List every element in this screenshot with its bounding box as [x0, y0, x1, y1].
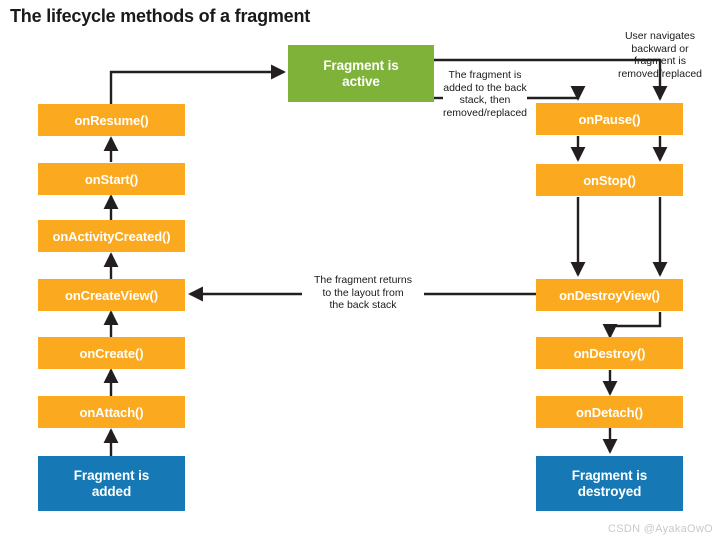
edge-backstack-to-onpause [527, 86, 586, 101]
annotation-back-stack-line-2: added to the back [443, 81, 527, 94]
node-on-detach-label: onDetach() [576, 404, 643, 420]
node-on-activity-created-label: onActivityCreated() [52, 228, 171, 244]
annotation-returns-to-layout: The fragment returns to the layout from … [298, 274, 428, 312]
node-fragment-destroyed-line-2: destroyed [577, 483, 642, 499]
node-on-stop[interactable]: onStop() [536, 164, 683, 196]
node-on-attach[interactable]: onAttach() [38, 396, 185, 428]
node-fragment-added-line-2: added [91, 483, 132, 499]
node-fragment-active-line-2: active [342, 73, 380, 89]
annotation-returns-line-1: The fragment returns [313, 274, 413, 286]
node-on-pause-label: onPause() [578, 111, 641, 127]
node-on-resume[interactable]: onResume() [38, 104, 185, 136]
node-on-resume-label: onResume() [74, 112, 149, 128]
node-on-detach[interactable]: onDetach() [536, 396, 683, 428]
annotation-user-navigates-line-4: removed/replaced [617, 67, 703, 80]
node-fragment-active-line-1: Fragment is [323, 57, 399, 73]
annotation-user-navigates-line-1: User navigates [624, 30, 696, 42]
node-on-stop-label: onStop() [583, 172, 636, 188]
node-on-pause[interactable]: onPause() [536, 103, 683, 135]
node-fragment-destroyed-line-1: Fragment is [571, 467, 648, 483]
annotation-user-navigates-line-3: fragment is [634, 55, 686, 67]
node-on-activity-created[interactable]: onActivityCreated() [38, 220, 185, 252]
node-on-destroy[interactable]: onDestroy() [536, 337, 683, 369]
annotation-back-stack-line-4: removed/replaced [442, 106, 528, 119]
edge-onresume-to-active [109, 64, 286, 104]
node-on-create-label: onCreate() [79, 345, 144, 361]
annotation-user-navigates-line-2: backward or [631, 42, 689, 55]
edge-ondestroyview-to-ondestroy [602, 312, 662, 339]
node-on-destroy-view[interactable]: onDestroyView() [536, 279, 683, 311]
node-on-destroy-view-label: onDestroyView() [559, 287, 660, 303]
node-on-create-view-label: onCreateView() [65, 287, 158, 303]
node-on-attach-label: onAttach() [79, 404, 144, 420]
node-on-destroy-label: onDestroy() [573, 345, 646, 361]
annotation-back-stack-line-1: The fragment is [448, 69, 522, 81]
node-on-create-view[interactable]: onCreateView() [38, 279, 185, 311]
node-on-start[interactable]: onStart() [38, 163, 185, 195]
node-on-start-label: onStart() [84, 171, 139, 187]
annotation-returns-line-3: the back stack [329, 299, 397, 311]
annotation-back-stack: The fragment is added to the back stack,… [438, 69, 532, 119]
node-fragment-added-line-1: Fragment is [73, 467, 150, 483]
annotation-user-navigates: User navigates backward or fragment is r… [590, 30, 723, 80]
annotation-back-stack-line-3: stack, then [459, 94, 511, 106]
node-fragment-active[interactable]: Fragment is active [288, 45, 434, 102]
node-on-create[interactable]: onCreate() [38, 337, 185, 369]
page-title: The lifecycle methods of a fragment [10, 6, 311, 26]
watermark: CSDN @AyakaOwO [607, 523, 713, 535]
node-fragment-destroyed[interactable]: Fragment is destroyed [536, 456, 683, 511]
node-fragment-added[interactable]: Fragment is added [38, 456, 185, 511]
annotation-returns-line-2: to the layout from [322, 286, 404, 299]
